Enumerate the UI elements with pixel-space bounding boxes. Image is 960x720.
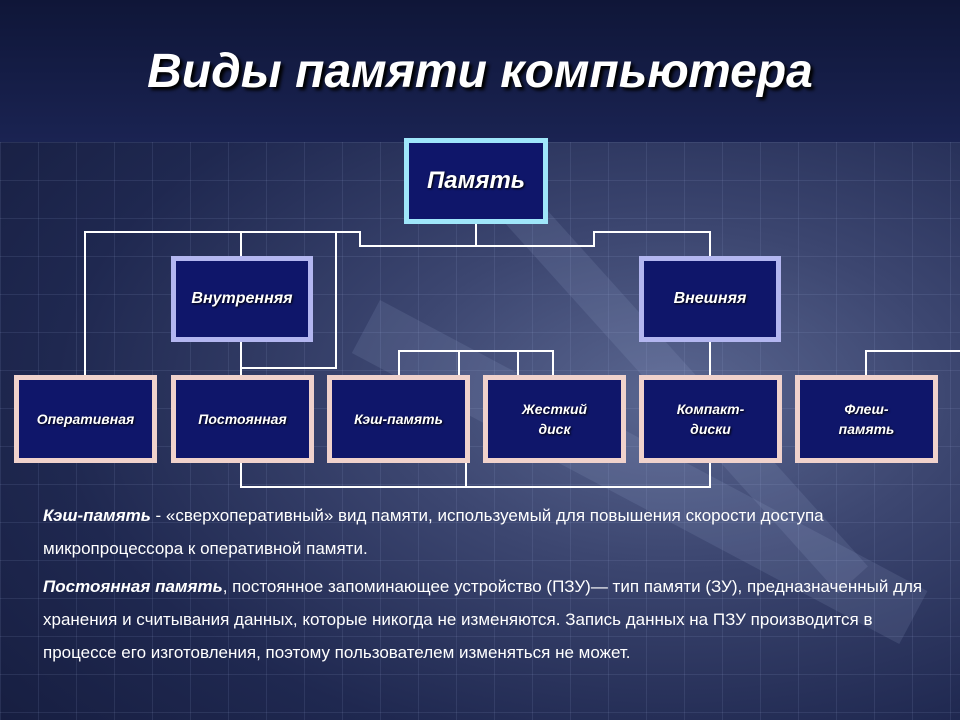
- flash-memory-node: Флеш- память: [795, 375, 938, 463]
- flash-memory-label-line1: Флеш-: [844, 401, 889, 417]
- memory-root-node: Память: [404, 138, 548, 224]
- flash-memory-label-line2: память: [838, 421, 895, 437]
- external-memory-label: Внешняя: [673, 290, 747, 307]
- internal-memory-node: Внутренняя: [171, 256, 313, 342]
- cache-definition: Кэш-память - «сверхоперативный» вид памя…: [43, 499, 923, 565]
- compact-disc-label-line1: Компакт-: [676, 401, 745, 417]
- cache-description: - «сверхоперативный» вид памяти, использ…: [43, 506, 824, 558]
- rom-node: Постоянная: [171, 375, 314, 463]
- compact-disc-node: Компакт- диски: [639, 375, 782, 463]
- ram-node: Оперативная: [14, 375, 157, 463]
- ram-label: Оперативная: [36, 411, 135, 427]
- title-band: [0, 0, 960, 142]
- hard-disk-label-line2: диск: [538, 421, 571, 437]
- external-memory-node: Внешняя: [639, 256, 781, 342]
- page-title: Виды памяти компьютера: [147, 45, 813, 98]
- internal-memory-label: Внутренняя: [191, 290, 293, 307]
- rom-description: , постоянное запоминающее устройство (ПЗ…: [43, 577, 923, 662]
- hard-disk-label-line1: Жесткий: [521, 401, 588, 417]
- cache-label: Кэш-память: [354, 411, 443, 427]
- cache-node: Кэш-память: [327, 375, 470, 463]
- hard-disk-node: Жесткий диск: [483, 375, 626, 463]
- compact-disc-label-line2: диски: [690, 421, 731, 437]
- memory-root-label: Память: [426, 167, 526, 194]
- cache-term: Кэш-память: [43, 506, 151, 525]
- rom-definition: Постоянная память, постоянное запоминающ…: [43, 570, 923, 669]
- rom-term: Постоянная память: [43, 577, 223, 596]
- rom-label: Постоянная: [198, 411, 287, 427]
